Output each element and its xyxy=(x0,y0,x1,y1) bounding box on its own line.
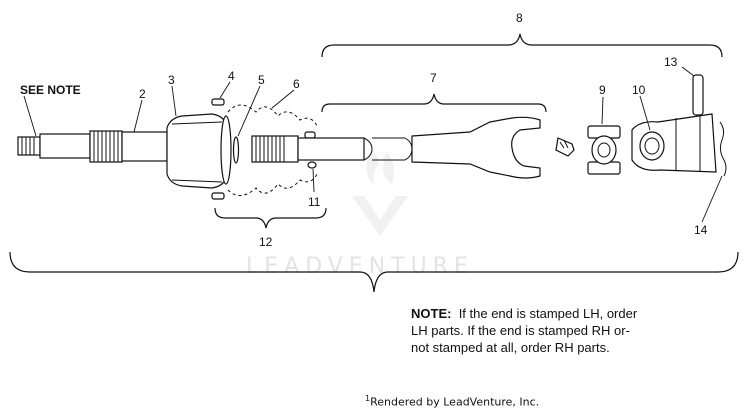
snap-ring-part xyxy=(232,136,240,164)
universal-joint-cross-part xyxy=(555,125,621,175)
footer-mark: 1 xyxy=(365,394,371,403)
callout-2: 2 xyxy=(139,87,146,101)
callout-3: 3 xyxy=(168,73,175,87)
note-heading: NOTE: xyxy=(411,306,452,321)
cv-joint-housing-part xyxy=(166,113,232,189)
footer-text: Rendered by LeadVenture, Inc. xyxy=(370,395,540,409)
roll-pin-part xyxy=(681,66,704,116)
callout-13: 13 xyxy=(664,55,678,69)
callout-10: 10 xyxy=(632,83,646,97)
brace-part-8 xyxy=(321,33,723,58)
callout-11: 11 xyxy=(308,195,321,209)
watermark-logo-icon xyxy=(352,150,408,236)
note-line-1: NOTE: If the end is stamped LH, order xyxy=(411,305,681,322)
callout-7: 7 xyxy=(430,71,437,85)
note-line-2: LH parts. If the end is stamped RH or- xyxy=(411,323,630,338)
callout-6: 6 xyxy=(293,77,300,91)
note-line-3: not stamped at all, order RH parts. xyxy=(411,340,610,355)
axle-shaft-part xyxy=(17,130,168,163)
callout-12: 12 xyxy=(259,235,273,249)
yoke-part xyxy=(631,113,717,173)
stamp-note: NOTE: If the end is stamped LH, order LH… xyxy=(411,305,681,356)
spring-clip-part xyxy=(719,121,727,177)
inner-shaft-part xyxy=(251,116,541,179)
brace-part-12 xyxy=(214,207,327,229)
callout-4: 4 xyxy=(228,69,235,83)
render-credit: 1Rendered by LeadVenture, Inc. xyxy=(365,394,539,409)
note-line-1-text: If the end is stamped LH, order xyxy=(458,306,638,321)
callout-14: 14 xyxy=(694,223,708,237)
callout-5: 5 xyxy=(258,73,265,87)
clamp-part xyxy=(211,98,225,200)
see-note-label: SEE NOTE xyxy=(20,83,81,97)
callout-8: 8 xyxy=(516,11,523,25)
brace-full-assembly xyxy=(9,251,739,293)
callout-9: 9 xyxy=(599,83,606,97)
brace-part-7 xyxy=(321,93,547,113)
watermark-text: LEADVENTURE xyxy=(246,254,474,279)
